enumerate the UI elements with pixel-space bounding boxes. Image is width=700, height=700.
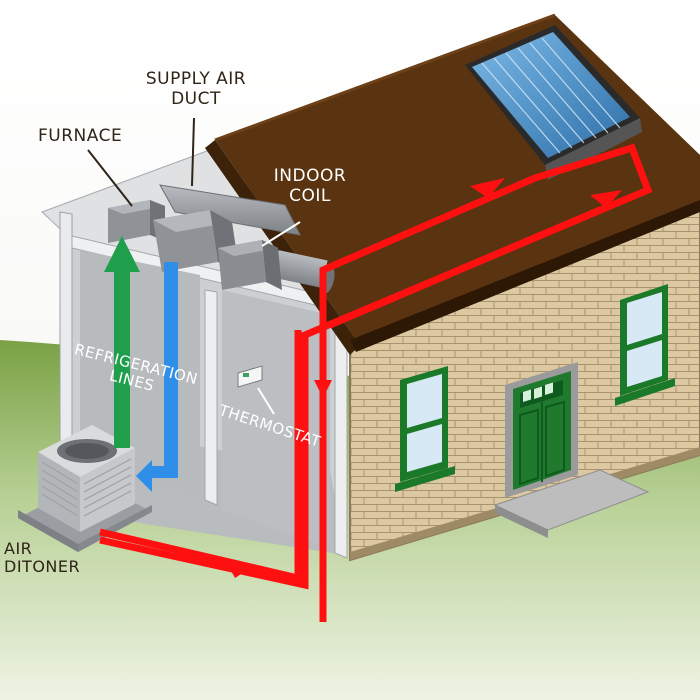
- furnace-label: FURNACE: [38, 126, 123, 146]
- supply-air-duct-label: SUPPLY AIR DUCT: [145, 69, 247, 109]
- front-door: [505, 362, 578, 498]
- supply-air-duct: [159, 184, 335, 294]
- indoor-coil-box: [153, 210, 240, 275]
- air-conditioner-unit: [18, 425, 152, 552]
- return-arrow: [136, 262, 178, 492]
- refrigerant-line: [99, 143, 653, 622]
- window-right: [615, 284, 675, 406]
- thermostat-icon: [237, 365, 263, 388]
- furnace-pointer: [87, 149, 133, 207]
- indoor-coil-label: INDOOR COIL: [273, 166, 347, 206]
- partition-wall: [204, 289, 218, 506]
- plenum-box: [218, 240, 282, 290]
- supply-arrow: [104, 236, 140, 448]
- indoor-coil-pointer: [261, 221, 301, 247]
- window-left: [395, 366, 455, 492]
- supply-air-duct-pointer: [191, 117, 195, 187]
- air-conditioner-label: AIR DITONER: [4, 539, 81, 577]
- partition-wall-right: [334, 319, 348, 559]
- flow-arrows: [225, 178, 622, 578]
